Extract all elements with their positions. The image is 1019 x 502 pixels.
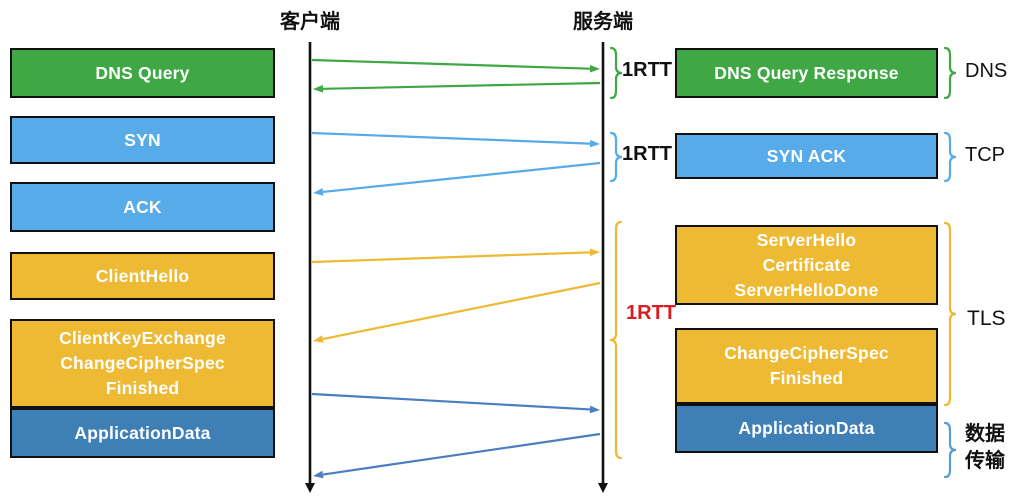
client-finish-data-arrow (311, 392, 591, 411)
tcp-group-brace-icon (943, 131, 957, 183)
syn-ack-box: SYN ACK (675, 133, 938, 179)
box-label: DNS Query Response (714, 62, 899, 83)
box-label: ACK (123, 196, 162, 217)
tls-group-brace-icon (943, 221, 957, 407)
ack-box: ACK (10, 182, 275, 232)
dns-query-arrow-head-icon (589, 64, 600, 73)
dns-response-arrow-head-icon (313, 84, 324, 93)
box-label: Certificate (762, 254, 851, 275)
client-hello-arrow (311, 251, 591, 264)
syn-ack-arrow (322, 161, 601, 194)
server-hello-arrow-head-icon (313, 335, 324, 343)
server-application-data-box: ApplicationData (675, 404, 938, 453)
box-label: ClientKeyExchange (59, 328, 226, 348)
client-lifeline-arrowhead-icon (305, 483, 315, 493)
box-label: SYN (124, 129, 161, 150)
data-group-brace-icon (943, 421, 957, 479)
dns-group-label: DNS (965, 60, 1008, 82)
dns-rtt-label: 1RTT (622, 59, 672, 81)
dns-response-arrow (322, 81, 601, 90)
box-label: ServerHelloDone (734, 279, 879, 300)
tls-rtt-label: 1RTT (626, 302, 676, 324)
client-lifeline-label: 客户端 (280, 11, 340, 33)
dns-query-arrow (311, 58, 591, 70)
dns-group-brace-icon (943, 46, 957, 100)
box-label: DNS Query (95, 62, 190, 83)
box-label: ChangeCipherSpec (60, 353, 225, 373)
server-data-arrow (322, 432, 601, 476)
data-transfer-label-line1: 数据 (965, 423, 1005, 445)
client-application-data-box: ApplicationData (10, 408, 275, 458)
server-lifeline-label: 服务端 (573, 11, 633, 33)
tls-rtt-brace-icon (609, 220, 623, 460)
rtt-dns-brace-icon (609, 46, 623, 100)
dns-query-response-box: DNS Query Response (675, 48, 938, 98)
box-label: ClientHello (95, 265, 190, 286)
data-transfer-group-label: 数据 传输 (965, 421, 1005, 475)
box-label: SYN ACK (766, 145, 847, 166)
tls-group-label: TLS (967, 307, 1006, 330)
box-label: ChangeCipherSpec (724, 343, 889, 363)
server-data-arrow-head-icon (313, 470, 324, 479)
client-finish-data-arrow-head-icon (589, 405, 600, 414)
client-hello-box: ClientHello (10, 252, 275, 300)
data-transfer-label-line2: 传输 (965, 450, 1005, 472)
box-label: Finished (105, 378, 180, 398)
box-label: ServerHello (756, 229, 857, 250)
dns-query-box: DNS Query (10, 48, 275, 98)
box-label: ApplicationData (74, 422, 211, 443)
box-label: Finished (769, 368, 844, 388)
server-hello-arrow (322, 281, 601, 341)
rtt-tcp-brace-icon (609, 131, 623, 183)
syn-arrow (311, 131, 591, 145)
tcp-group-label: TCP (965, 144, 1005, 166)
client-hello-arrow-head-icon (589, 248, 600, 257)
syn-box: SYN (10, 116, 275, 164)
tcp-rtt-label: 1RTT (622, 143, 672, 165)
box-label: ApplicationData (738, 418, 875, 438)
syn-arrow-head-icon (589, 139, 600, 148)
server-lifeline-arrowhead-icon (598, 483, 608, 493)
syn-ack-arrow-head-icon (313, 188, 324, 196)
